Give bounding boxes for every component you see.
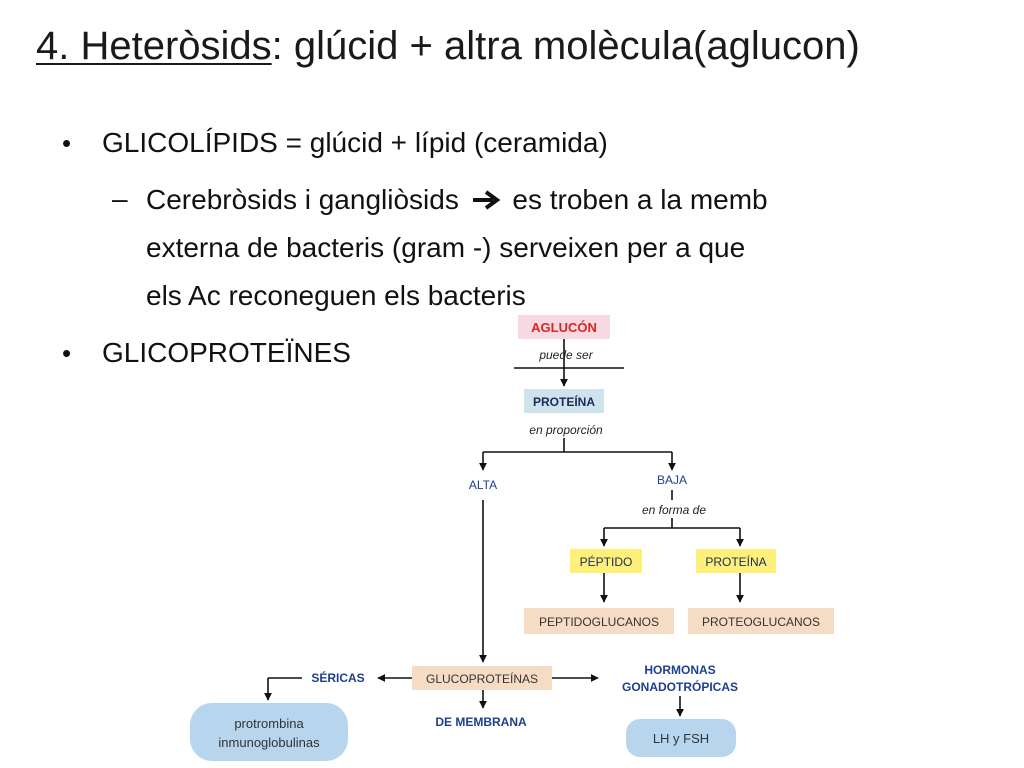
right-arrow-icon bbox=[471, 176, 501, 224]
sub-bullet-line-2: externa de bacteris (gram -) serveixen p… bbox=[146, 232, 746, 263]
sub-bullet-marker: – bbox=[112, 183, 128, 214]
peptidoglucanos-box bbox=[524, 608, 674, 634]
protrombina-label: protrombina bbox=[234, 716, 304, 731]
de-membrana-label: DE MEMBRANA bbox=[435, 715, 527, 729]
aglucon-box bbox=[518, 315, 610, 339]
hormonas-label: HORMONAS bbox=[644, 663, 715, 677]
aglucon-label: AGLUCÓN bbox=[531, 320, 597, 335]
proteoglucanos-box bbox=[688, 608, 834, 634]
sub-bullet-line-1: Cerebròsids i gangliòsids es troben a la… bbox=[146, 176, 768, 224]
gonadotropicas-label: GONADOTRÓPICAS bbox=[622, 679, 738, 694]
en-proporcion-label: en proporción bbox=[529, 423, 603, 437]
sub-bullet-after-arrow: es troben a la memb bbox=[512, 184, 768, 215]
peptido-label: PÉPTIDO bbox=[580, 554, 633, 569]
bullet-glicolipids: GLICOLÍPIDS = glúcid + lípid (ceramida) bbox=[102, 127, 608, 158]
peptido-box bbox=[570, 549, 642, 573]
lh-fsh-label: LH y FSH bbox=[653, 731, 709, 746]
sub-bullet-line-3: els Ac reconeguen els bacteris bbox=[146, 280, 526, 311]
slide-title: 4. Heteròsids: glúcid + altra molècula(a… bbox=[36, 20, 860, 72]
sub-bullet-before-arrow: Cerebròsids i gangliòsids bbox=[146, 184, 459, 215]
peptidoglucanos-label: PEPTIDOGLUCANOS bbox=[539, 615, 659, 629]
proteina-top-label: PROTEÍNA bbox=[533, 394, 595, 409]
bullet-marker: • bbox=[62, 338, 72, 368]
proteina-top-box bbox=[524, 389, 604, 413]
proteoglucanos-label: PROTEOGLUCANOS bbox=[702, 615, 820, 629]
inmunoglobulinas-label: inmunoglobulinas bbox=[218, 735, 320, 750]
glucoproteinas-box bbox=[412, 666, 552, 690]
proteina-right-box bbox=[696, 549, 776, 573]
baja-label: BAJA bbox=[657, 473, 687, 487]
proteina-right-label: PROTEÍNA bbox=[705, 554, 766, 569]
sericas-label: SÉRICAS bbox=[311, 670, 364, 685]
glucoproteinas-label: GLUCOPROTEÍNAS bbox=[426, 671, 538, 686]
protrombina-pill bbox=[190, 703, 348, 761]
title-rest: : glúcid + altra molècula(aglucon) bbox=[271, 24, 860, 68]
bullet-glicoproteines: GLICOPROTEÏNES bbox=[102, 337, 351, 368]
lh-fsh-pill bbox=[626, 719, 736, 757]
bullet-marker: • bbox=[62, 128, 72, 158]
title-underlined-part: 4. Heteròsids bbox=[36, 24, 272, 68]
puede-ser-label: puede ser bbox=[538, 348, 593, 362]
en-forma-de-label: en forma de bbox=[642, 503, 706, 517]
alta-label: ALTA bbox=[469, 478, 497, 492]
